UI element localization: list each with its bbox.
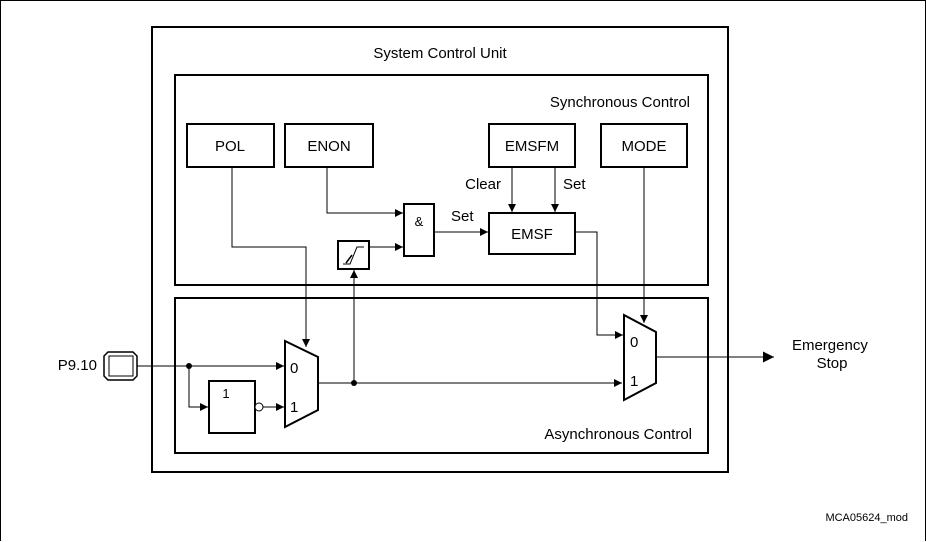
- inverter-label: 1: [222, 386, 229, 401]
- emergency-stop-label: Emergency Stop: [792, 337, 872, 372]
- and-gate: [403, 203, 435, 257]
- pin-pad: [103, 351, 138, 381]
- pin-label: P9.10: [58, 357, 97, 374]
- input-mux-0: 0: [290, 360, 298, 377]
- rising-edge-icon: [343, 246, 364, 265]
- enon-register: [284, 123, 374, 168]
- asynchronous-control-box: [174, 297, 709, 454]
- synchronous-control-box: [174, 74, 709, 286]
- emergency-stop-line1: Emergency: [792, 337, 868, 354]
- inverter-bubble: [254, 402, 264, 412]
- mode-register: [600, 123, 688, 168]
- wire-pin-to-inverter: [188, 366, 208, 411]
- output-multiplexer: [623, 313, 657, 402]
- emsfm-register-label: EMSFM: [505, 138, 559, 155]
- synchronous-control-label: Synchronous Control: [550, 94, 690, 111]
- inverter-gate: [208, 380, 256, 434]
- edge-arrow-tick: [345, 254, 353, 264]
- emsfm-register: [488, 123, 576, 168]
- output-mux-0: 0: [630, 334, 638, 351]
- and-gate-label: &: [415, 214, 424, 229]
- emsf-flag: [488, 212, 576, 255]
- system-control-unit-label: System Control Unit: [373, 45, 507, 62]
- emsfm-set-label: Set: [563, 176, 586, 193]
- emergency-stop-line2: Stop: [817, 355, 848, 372]
- and-set-label: Set: [451, 208, 474, 225]
- wire-emsf-to-mux: [575, 231, 623, 339]
- pol-register: [186, 123, 275, 168]
- pin-pad-inner: [108, 355, 134, 377]
- asynchronous-control-label: Asynchronous Control: [544, 426, 692, 443]
- wire-pol-to-mux: [231, 167, 310, 347]
- pol-register-label: POL: [215, 138, 245, 155]
- input-mux-1: 1: [290, 399, 298, 416]
- enon-register-label: ENON: [307, 138, 350, 155]
- wire-enon-to-and: [326, 167, 403, 217]
- input-multiplexer: [284, 339, 319, 429]
- mode-register-label: MODE: [622, 138, 667, 155]
- emsf-flag-label: EMSF: [511, 226, 553, 243]
- output-mux-1: 1: [630, 373, 638, 390]
- figure-id: MCA05624_mod: [825, 512, 908, 524]
- clear-label: Clear: [465, 176, 501, 193]
